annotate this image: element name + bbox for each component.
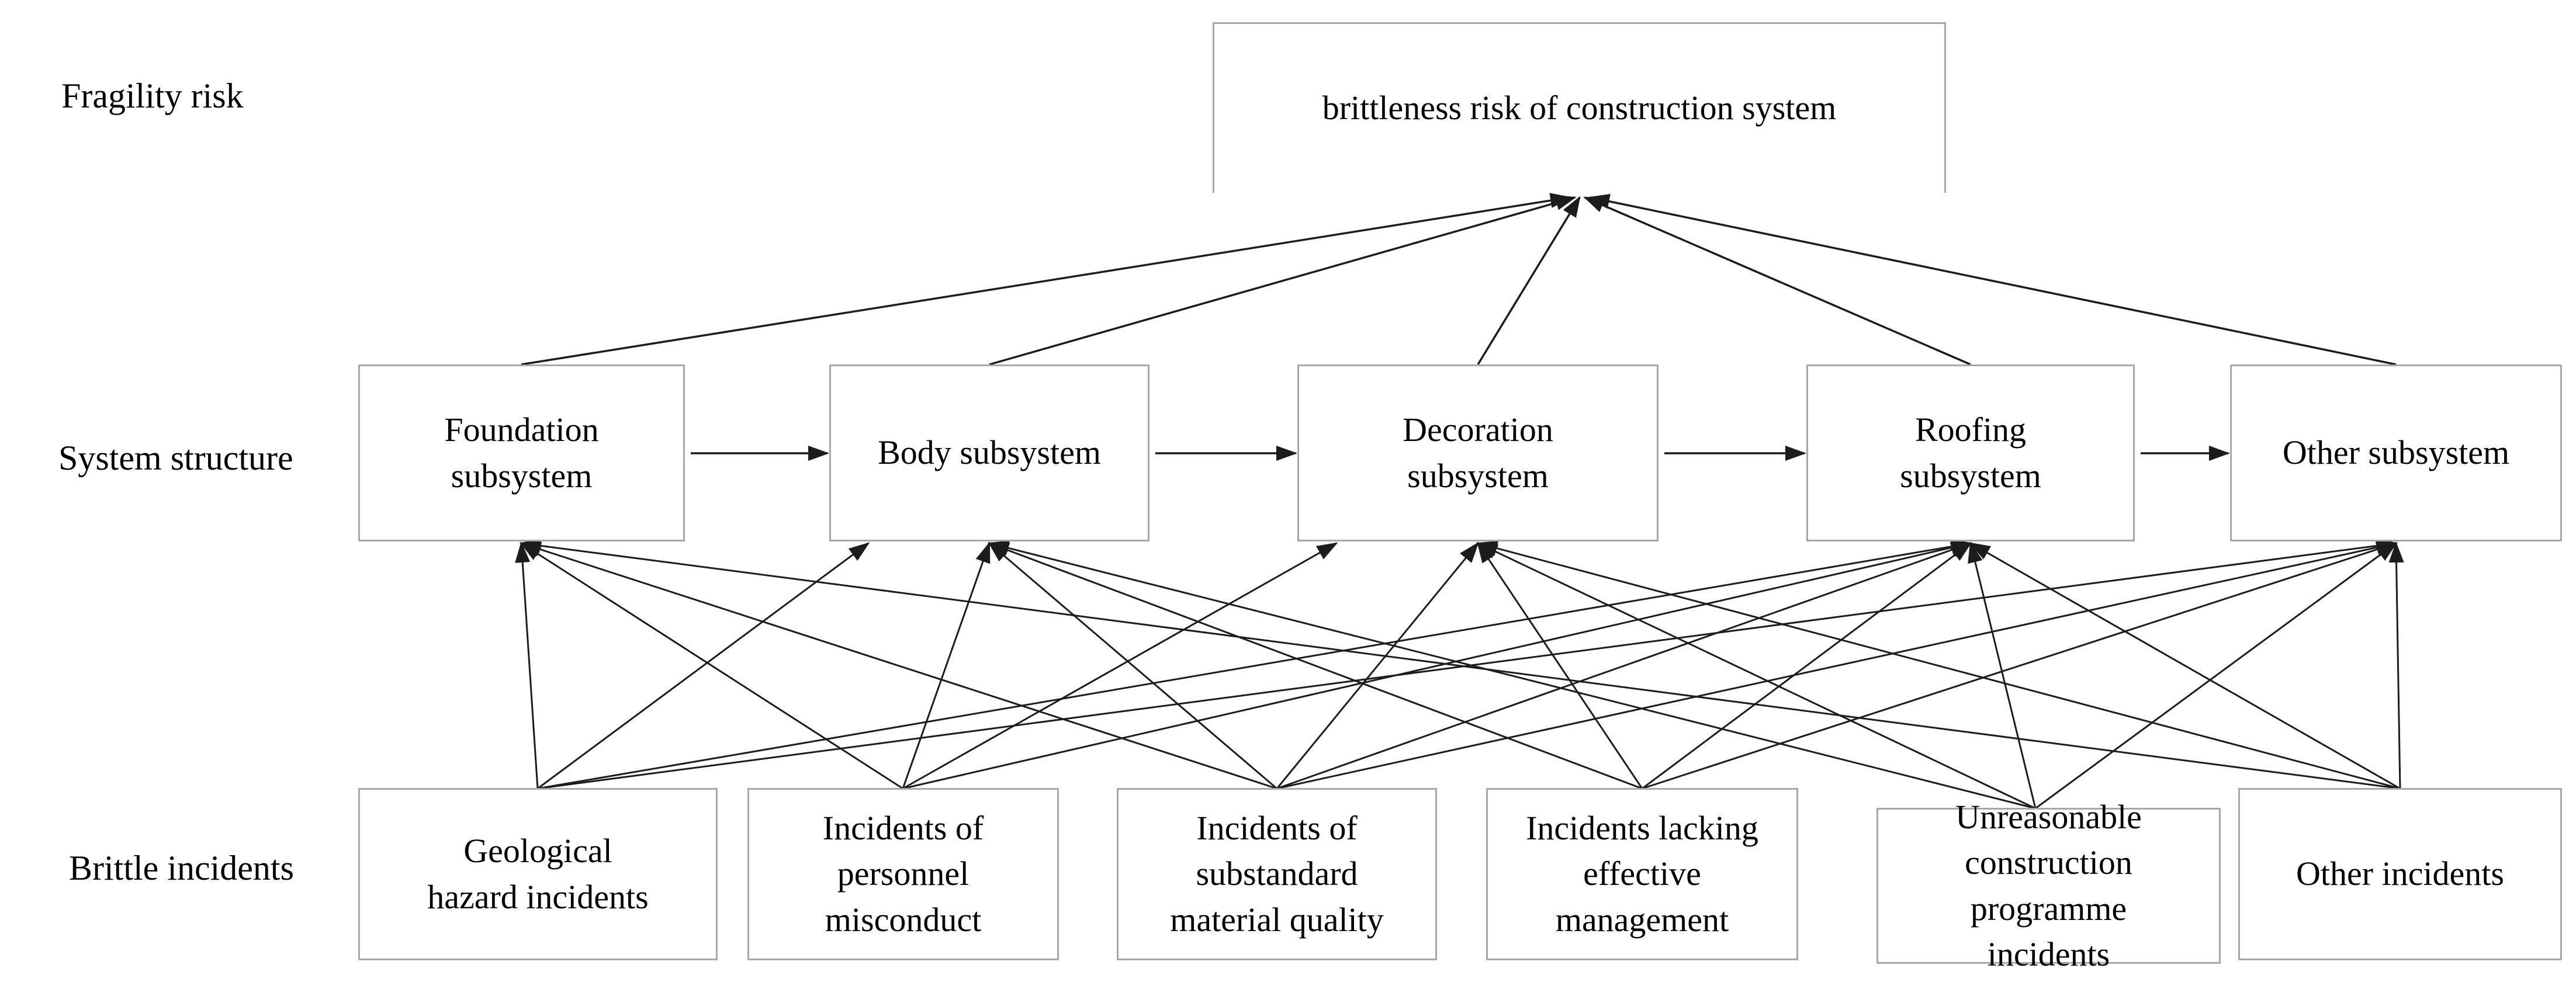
row-label-brittle-incidents: Brittle incidents: [69, 849, 294, 887]
subsystem-box-roofing: Roofing subsystem: [1806, 364, 2135, 541]
subsystem-box-foundation: Foundation subsystem: [358, 364, 685, 541]
incident-box-personnel: Incidents of personnel misconduct: [747, 788, 1059, 960]
incident-box-unreasonable: Unreasonable construction programme inci…: [1876, 798, 2221, 973]
incident-box-substandard: Incidents of substandard material qualit…: [1117, 788, 1437, 960]
risk-box-brittleness: brittleness risk of construction system: [1213, 22, 1946, 193]
incident-box-geological: Geological hazard incidents: [358, 788, 718, 960]
subsystem-box-body: Body subsystem: [829, 364, 1149, 541]
incident-box-other: Other incidents: [2238, 788, 2562, 960]
row-label-system-structure: System structure: [58, 439, 293, 477]
subsystem-box-decoration: Decoration subsystem: [1297, 364, 1659, 541]
incident-box-management: Incidents lacking effective management: [1486, 788, 1798, 960]
subsystem-box-other: Other subsystem: [2230, 364, 2562, 541]
row-label-fragility-risk: Fragility risk: [61, 77, 244, 115]
